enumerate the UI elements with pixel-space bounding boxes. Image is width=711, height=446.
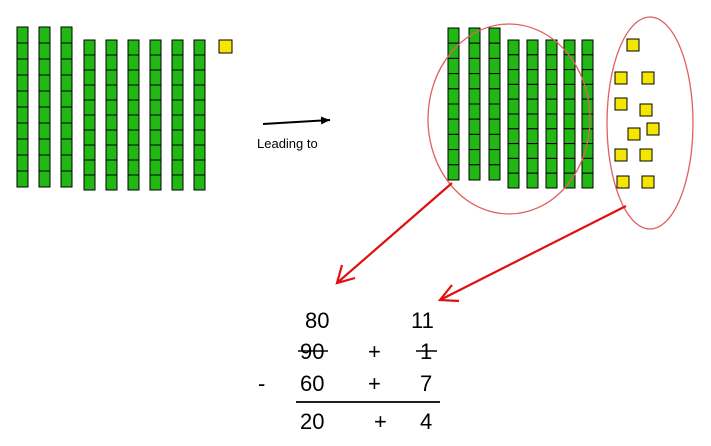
tens-rod [507,39,520,189]
tens-rod [563,39,576,189]
unit-cube [218,39,233,54]
difference-plus: + [374,409,387,434]
tens-rod [105,39,118,191]
difference-tens: 20 [300,409,324,434]
unit-cube [614,148,628,162]
regrouped-tens: 80 [305,308,329,333]
tens-rod [171,39,184,191]
minuend-plus: + [368,339,381,364]
unit-cube [641,71,655,85]
unit-cube [626,38,640,52]
unit-cube [614,71,628,85]
left-tens-rods [16,26,206,191]
leading-to-arrow [262,116,331,125]
tens-rod [193,39,206,191]
unit-cube [627,127,641,141]
tens-rod [447,27,460,181]
difference-ones: 4 [420,409,432,434]
tens-rod [526,39,539,189]
unit-cube [639,103,653,117]
unit-cube [616,175,630,189]
unit-cube [646,122,660,136]
tens-rod [38,26,51,188]
minus-sign: - [258,371,265,396]
right-tens-rods [447,27,594,189]
tens-rod [127,39,140,191]
tens-rod [488,27,501,181]
subtrahend-tens: 60 [300,371,324,396]
tens-rod [60,26,73,188]
tens-pointer-arrow [335,182,453,285]
tens-rod [581,39,594,189]
unit-cube [639,148,653,162]
tens-rod [149,39,162,191]
unit-cube [614,97,628,111]
tens-group-circle [427,23,591,215]
ones-pointer-arrow [437,205,627,303]
left-unit-cubes [218,39,233,54]
tens-rod [16,26,29,188]
tens-rod [545,39,558,189]
right-unit-cubes [614,38,660,189]
tens-rod [468,27,481,181]
subtrahend-plus: + [368,371,381,396]
ones-group-circle [606,16,694,230]
subtrahend-ones: 7 [420,371,432,396]
unit-cube [641,175,655,189]
regrouped-ones: 11 [411,308,434,333]
tens-rod [83,39,96,191]
leading-to-caption: Leading to [257,136,318,151]
subtraction-problem: 80 11 90 + 1 - 60 + 7 20 + 4 [258,308,440,434]
